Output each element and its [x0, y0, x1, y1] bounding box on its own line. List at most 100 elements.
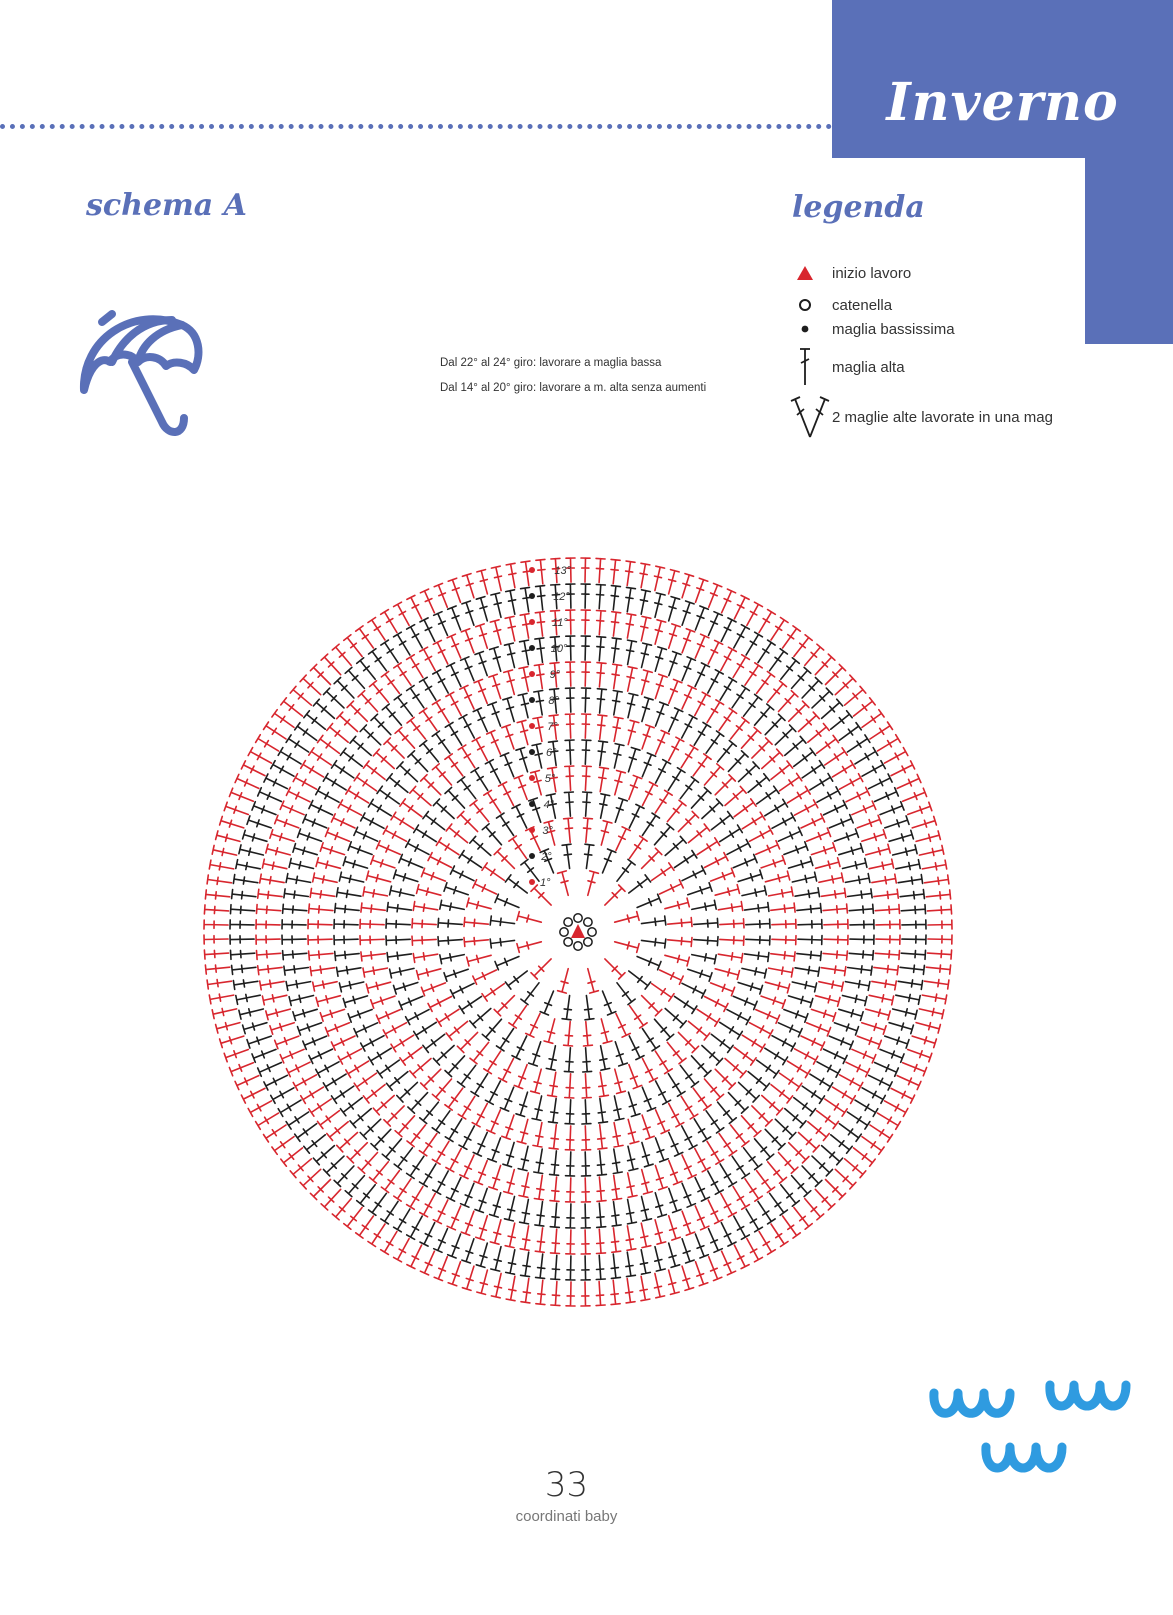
stitch-mark: [565, 635, 576, 661]
stitch-mark: [868, 994, 895, 1006]
stitch-mark: [668, 1131, 684, 1157]
stitch-mark: [285, 734, 310, 753]
stitch-mark: [816, 786, 842, 803]
stitch-mark: [513, 1063, 528, 1090]
stitch-mark: [309, 965, 336, 977]
stitch-mark: [705, 1110, 725, 1134]
round-label: 9°: [550, 669, 561, 681]
stitch-mark: [876, 1112, 902, 1131]
small-dot-icon: [790, 314, 820, 344]
stitch-mark: [851, 1048, 877, 1064]
stitch-mark: [308, 799, 334, 816]
stitch-mark: [399, 798, 423, 818]
stitch-mark: [900, 903, 927, 915]
stitch-mark: [490, 565, 503, 592]
stitch-mark: [636, 893, 662, 909]
stitch-mark: [343, 634, 363, 658]
stitch-mark: [824, 663, 847, 686]
stitch-mark: [681, 1238, 695, 1264]
stitch-mark: [372, 748, 395, 770]
stitch-mark: [628, 874, 652, 894]
stitch-mark: [229, 934, 255, 945]
stitch-mark: [764, 981, 791, 994]
stitch-mark: [640, 994, 663, 1017]
stitch-mark: [595, 1280, 606, 1307]
chain-circle: [573, 941, 583, 951]
stitch-mark: [681, 865, 707, 882]
stitch-mark: [786, 785, 811, 804]
stitch-mark: [820, 965, 847, 977]
stitch-mark: [756, 785, 780, 805]
stitch-mark: [333, 902, 360, 914]
stitch-mark: [419, 1221, 436, 1247]
stitch-mark: [639, 589, 652, 615]
stitch-mark: [550, 557, 561, 584]
round-label: 8°: [548, 695, 559, 707]
stitch-mark: [871, 873, 898, 885]
stitch-mark: [628, 1035, 645, 1061]
stitch-mark: [814, 653, 836, 676]
stitch-mark: [901, 919, 927, 930]
stitch-mark: [720, 1221, 737, 1247]
stitch-mark: [508, 1004, 528, 1029]
stitch-mark: [820, 698, 844, 720]
stitch-mark: [653, 565, 666, 592]
stitch-mark: [668, 678, 683, 705]
stitch-mark: [865, 843, 891, 856]
stitch-mark: [748, 1021, 774, 1039]
stitch-mark: [694, 691, 711, 717]
stitch-mark: [474, 623, 489, 649]
stitch-mark: [385, 935, 411, 946]
stitch-mark: [640, 937, 667, 949]
stitch-mark: [265, 843, 291, 856]
stitch-mark: [596, 714, 608, 740]
stitch-mark: [899, 964, 926, 976]
stitch-mark: [667, 1269, 680, 1296]
stitch-mark: [783, 1008, 809, 1023]
stitch-mark: [214, 830, 241, 843]
stitch-mark: [285, 786, 311, 803]
stitch-mark: [801, 1085, 826, 1105]
stitch-mark: [564, 1177, 576, 1203]
stitch-mark: [906, 801, 933, 816]
stitch-mark: [666, 1041, 687, 1065]
stitch-mark: [533, 1174, 545, 1201]
stitch-mark: [724, 785, 747, 807]
stitch-mark: [580, 1151, 592, 1177]
stitch-mark: [718, 1132, 738, 1157]
stitch-mark: [804, 643, 825, 667]
stitch-mark: [534, 610, 546, 637]
stitch-mark: [487, 1137, 502, 1163]
stitch-mark: [876, 733, 902, 752]
stitch-mark: [335, 965, 362, 977]
stitch-mark: [563, 791, 575, 817]
stitch-mark: [597, 740, 609, 767]
stitch-mark: [232, 979, 259, 991]
stitch-mark: [516, 941, 543, 954]
stitch-mark: [312, 698, 336, 720]
stitch-mark: [614, 1041, 629, 1067]
stitch-mark: [733, 1244, 750, 1270]
stitch-mark: [359, 1118, 382, 1140]
stitch-mark: [611, 1148, 623, 1175]
stitch-mark: [611, 637, 622, 664]
stitch-mark: [206, 978, 233, 990]
stitch-mark: [896, 773, 922, 790]
stitch-mark: [433, 1255, 449, 1282]
stitch-mark: [810, 842, 837, 856]
stitch-mark: [824, 1098, 848, 1117]
stitch-mark: [564, 1151, 576, 1177]
stitch-mark: [921, 859, 948, 871]
stitch-mark: [599, 1045, 611, 1071]
stitch-mark: [791, 871, 818, 884]
stitch-mark: [503, 669, 516, 696]
stitch-mark: [846, 734, 871, 753]
stitch-mark: [534, 1253, 546, 1280]
stitch-mark: [801, 759, 826, 779]
stitch-mark: [458, 995, 483, 1015]
stitch-mark: [771, 934, 797, 946]
stitch-mark: [741, 811, 766, 830]
stitch-mark: [277, 1099, 302, 1118]
stitch-mark: [516, 1118, 529, 1145]
stitch-mark: [709, 982, 736, 997]
